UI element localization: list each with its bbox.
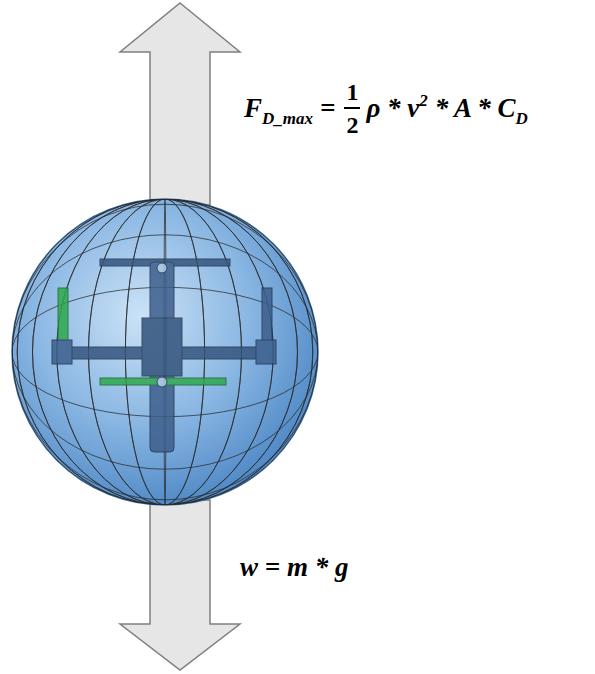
equals-sign: = bbox=[320, 93, 335, 124]
denominator: 2 bbox=[346, 112, 358, 138]
subscript: D_max bbox=[262, 109, 313, 129]
cage-ring bbox=[12, 235, 318, 469]
drag-force-arrow bbox=[120, 3, 240, 205]
formula-term: * A * CD bbox=[435, 93, 528, 124]
fraction-part: 2 bbox=[346, 109, 358, 140]
subscript: D bbox=[516, 109, 528, 129]
protective-sphere bbox=[12, 199, 318, 505]
numerator: 1 bbox=[346, 79, 358, 105]
cage-ring bbox=[32, 199, 297, 505]
weight-equation: w = m * g bbox=[240, 552, 348, 582]
formula-term: = bbox=[320, 93, 335, 124]
drag-formula: FD_max = 1 2 ρ * v2 * A * CD bbox=[244, 76, 528, 140]
force-symbol: F bbox=[244, 93, 262, 124]
cage-ring bbox=[17, 199, 313, 505]
drone bbox=[52, 259, 276, 452]
fraction-part: 1 bbox=[346, 76, 358, 107]
weight-formula: w = m * g bbox=[240, 552, 348, 583]
cage-ring bbox=[12, 204, 318, 500]
formula-term: ρ * v2 bbox=[366, 93, 427, 124]
weight-arrow bbox=[120, 500, 240, 670]
sphere-cage-wireframe bbox=[12, 199, 318, 505]
formula-term: FD_max bbox=[244, 93, 313, 124]
superscript: 2 bbox=[419, 91, 428, 111]
cage-ring bbox=[17, 199, 313, 505]
fraction-bar bbox=[344, 107, 360, 109]
cage-ring bbox=[32, 199, 297, 505]
formula-term-text: ρ * v bbox=[366, 93, 419, 124]
fraction: 1 2 bbox=[344, 76, 360, 140]
cage-ring bbox=[12, 199, 318, 505]
formula-term-text: * A * C bbox=[435, 93, 516, 124]
